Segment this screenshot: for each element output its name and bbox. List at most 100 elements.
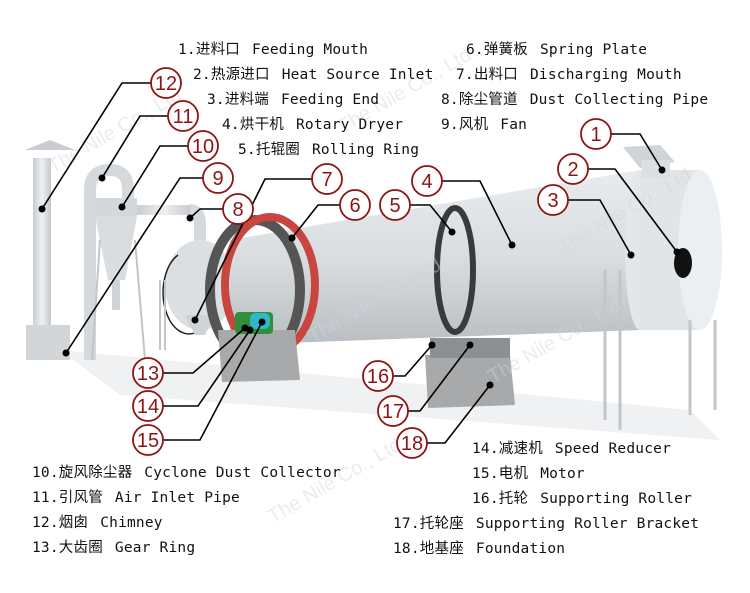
- label-english: Fan: [500, 117, 528, 133]
- label-chinese: 烘干机: [239, 117, 284, 133]
- leader-dot: [486, 381, 494, 389]
- callout-circle: [150, 67, 182, 99]
- leader-line: [194, 178, 312, 321]
- leader-dot: [288, 234, 296, 242]
- label-number: 1.: [178, 42, 196, 58]
- callout-circle: [132, 390, 164, 422]
- label-number: 2.: [193, 67, 211, 83]
- leader-line: [568, 199, 632, 256]
- leader-dot: [258, 318, 266, 326]
- callout-marker: 12: [150, 67, 182, 99]
- callout-number: 17: [382, 401, 404, 423]
- callout-circle: [362, 360, 394, 392]
- label-number: 16.: [472, 491, 499, 507]
- chimney: [25, 140, 75, 360]
- callout-circle: [202, 162, 234, 194]
- label-chinese: 托辊圈: [255, 142, 300, 158]
- label-english: Discharging Mouth: [529, 67, 682, 83]
- callout-marker: 10: [187, 130, 219, 162]
- callout-marker: 4: [411, 165, 443, 197]
- leader-dot: [673, 248, 681, 256]
- callout-marker: 9: [202, 162, 234, 194]
- label-english: Chimney: [100, 515, 163, 531]
- callout-circle: [132, 357, 164, 389]
- leader-line: [163, 327, 246, 374]
- callout-number: 2: [567, 159, 578, 181]
- callout-marker: 13: [132, 357, 164, 389]
- callout-circle: [339, 189, 371, 221]
- callout-marker: 17: [377, 395, 409, 427]
- callout-circle: [411, 165, 443, 197]
- callout-number: 14: [137, 396, 159, 418]
- leader-dot: [658, 166, 666, 174]
- callout-number: 15: [137, 430, 159, 452]
- leader-line: [101, 115, 168, 179]
- leader-line: [410, 204, 453, 233]
- label-english: Air Inlet Pipe: [114, 490, 240, 506]
- label-chinese: 除尘管道: [458, 92, 518, 108]
- callout-number: 7: [321, 169, 332, 191]
- callout-marker: 15: [132, 424, 164, 456]
- label-number: 5.: [238, 142, 256, 158]
- label-english: Heat Source Inlet: [281, 67, 434, 83]
- leader-dot: [118, 203, 126, 211]
- label-english: Speed Reducer: [554, 441, 671, 457]
- callout-number: 6: [349, 195, 360, 217]
- feeding-end-housing: [603, 145, 722, 430]
- callout-marker: 6: [339, 189, 371, 221]
- leader-line: [393, 344, 433, 377]
- callout-number: 4: [421, 171, 432, 193]
- component-label: 9.风机 Fan: [441, 113, 527, 134]
- leader-line: [65, 177, 203, 354]
- label-chinese: 弹簧板: [483, 42, 528, 58]
- component-label: 4.烘干机 Rotary Dryer: [222, 113, 403, 134]
- label-number: 9.: [441, 117, 459, 133]
- label-chinese: 进料口: [195, 42, 240, 58]
- label-chinese: 旋风除尘器: [58, 465, 133, 481]
- label-number: 10.: [32, 465, 59, 481]
- label-english: Feeding End: [280, 92, 380, 108]
- callout-circle: [222, 193, 254, 225]
- label-english: Rolling Ring: [311, 142, 420, 158]
- callout-number: 16: [367, 366, 389, 388]
- component-label: 2.热源进口 Heat Source Inlet: [193, 63, 434, 84]
- callout-marker: 11: [167, 100, 199, 132]
- callout-marker: 7: [311, 163, 343, 195]
- label-chinese: 进料端: [224, 92, 269, 108]
- callout-marker: 1: [580, 118, 612, 150]
- label-chinese: 风机: [458, 117, 489, 133]
- label-english: Spring Plate: [539, 42, 648, 58]
- label-english: Rotary Dryer: [295, 117, 404, 133]
- callout-circle: [167, 100, 199, 132]
- label-number: 4.: [222, 117, 240, 133]
- callout-circle: [311, 163, 343, 195]
- label-english: Gear Ring: [114, 540, 196, 556]
- leader-dot: [466, 341, 474, 349]
- leader-line: [611, 133, 663, 171]
- callout-number: 5: [389, 195, 400, 217]
- callout-marker: 8: [222, 193, 254, 225]
- callout-number: 13: [137, 363, 159, 385]
- label-chinese: 热源进口: [210, 67, 270, 83]
- callout-number: 8: [232, 199, 243, 221]
- leader-line: [163, 329, 251, 407]
- leader-line: [427, 384, 491, 444]
- callout-circle: [377, 395, 409, 427]
- leader-line: [291, 204, 340, 239]
- leader-dot: [191, 316, 199, 324]
- label-chinese: 减速机: [498, 441, 543, 457]
- callout-number: 11: [173, 106, 194, 128]
- leader-dot: [448, 228, 456, 236]
- leader-line: [442, 180, 513, 246]
- label-chinese: 电机: [498, 466, 529, 482]
